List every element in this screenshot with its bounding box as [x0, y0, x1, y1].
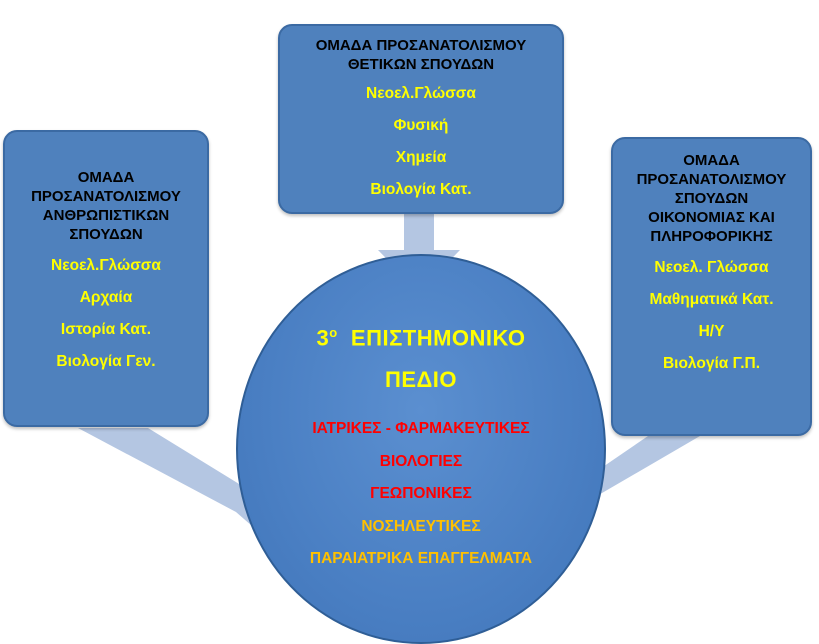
humanities-group-title: ΟΜΑΔΑ ΠΡΟΣΑΝΑΤΟΛΙΣΜΟΥ ΑΝΘΡΩΠΙΣΤΙΚΩΝ ΣΠΟΥ…: [5, 168, 207, 244]
subject-item: Βιολογία Κατ.: [370, 181, 472, 198]
field-list: ΙΑΤΡΙΚΕΣ - ΦΑΡΜΑΚΕΥΤΙΚΕΣ ΒΙΟΛΟΓΙΕΣ ΓΕΩΠΟ…: [236, 413, 606, 576]
title-line: ΠΛΗΡΟΦΟΡΙΚΗΣ: [650, 228, 773, 245]
economics-group-box: ΟΜΑΔΑ ΠΡΟΣΑΝΑΤΟΛΙΣΜΟΥ ΣΠΟΥΔΩΝ ΟΙΚΟΝΟΜΙΑΣ…: [611, 137, 812, 436]
subject-item: Αρχαία: [79, 289, 133, 306]
title-line: ΟΜΑΔΑ: [77, 169, 135, 186]
title-line: ΠΡΟΣΑΝΑΤΟΛΙΣΜΟΥ: [636, 171, 787, 188]
field-item: ΓΕΩΠΟΝΙΚΕΣ: [370, 485, 472, 503]
field-heading-text: ΕΠΙΣΤΗΜΟΝΙΚΟ: [350, 325, 526, 351]
field-heading: 3ο ΕΠΙΣΤΗΜΟΝΙΚΟ: [236, 312, 606, 359]
title-line: ΠΡΟΣΑΝΑΤΟΛΙΣΜΟΥ: [31, 188, 181, 205]
science-group-title: ΟΜΑΔΑ ΠΡΟΣΑΝΑΤΟΛΙΣΜΟΥ ΘΕΤΙΚΩΝ ΣΠΟΥΔΩΝ: [280, 36, 562, 74]
field-item: ΙΑΤΡΙΚΕΣ - ΦΑΡΜΑΚΕΥΤΙΚΕΣ: [312, 420, 530, 438]
scientific-field-panel: 3ο ΕΠΙΣΤΗΜΟΝΙΚΟ ΠΕΔΙΟ ΙΑΤΡΙΚΕΣ - ΦΑΡΜΑΚΕ…: [236, 312, 606, 576]
title-line: ΟΙΚΟΝΟΜΙΑΣ ΚΑΙ: [648, 209, 775, 226]
subject-item: Φυσική: [393, 117, 449, 134]
field-heading-line2: ΠΕΔΙΟ: [384, 367, 458, 393]
humanities-group-box: ΟΜΑΔΑ ΠΡΟΣΑΝΑΤΟΛΙΣΜΟΥ ΑΝΘΡΩΠΙΣΤΙΚΩΝ ΣΠΟΥ…: [3, 130, 209, 427]
subject-item: Η/Υ: [698, 323, 725, 340]
field-item: ΝΟΣΗΛΕΥΤΙΚΕΣ: [361, 517, 481, 535]
humanities-subject-list: Νεοελ.Γλώσσα Αρχαία Ιστορία Κατ. Βιολογί…: [5, 250, 207, 378]
title-line: ΣΠΟΥΔΩΝ: [69, 226, 143, 243]
economics-group-title: ΟΜΑΔΑ ΠΡΟΣΑΝΑΤΟΛΙΣΜΟΥ ΣΠΟΥΔΩΝ ΟΙΚΟΝΟΜΙΑΣ…: [613, 151, 810, 246]
title-line: ΟΜΑΔΑ ΠΡΟΣΑΝΑΤΟΛΙΣΜΟΥ: [315, 37, 527, 54]
science-group-box: ΟΜΑΔΑ ΠΡΟΣΑΝΑΤΟΛΙΣΜΟΥ ΘΕΤΙΚΩΝ ΣΠΟΥΔΩΝ Νε…: [278, 24, 564, 214]
field-number: 3: [316, 325, 330, 351]
title-line: ΑΝΘΡΩΠΙΣΤΙΚΩΝ: [42, 207, 170, 224]
subject-item: Νεοελ.Γλώσσα: [366, 85, 476, 102]
title-line: ΟΜΑΔΑ: [683, 152, 740, 169]
title-line: ΣΠΟΥΔΩΝ: [674, 190, 749, 207]
economics-subject-list: Νεοελ. Γλώσσα Μαθηματικά Κατ. Η/Υ Βιολογ…: [613, 252, 810, 380]
subject-item: Νεοελ.Γλώσσα: [51, 257, 161, 274]
subject-item: Βιολογία Γεν.: [56, 353, 156, 370]
subject-item: Νεοελ. Γλώσσα: [654, 259, 769, 276]
science-subject-list: Νεοελ.Γλώσσα Φυσική Χημεία Βιολογία Κατ.: [280, 78, 562, 206]
down-arrow: [378, 214, 460, 292]
subject-item: Χημεία: [395, 149, 447, 166]
field-item: ΠΑΡΑΙΑΤΡΙΚΑ ΕΠΑΓΓΕΛΜΑΤΑ: [309, 550, 533, 568]
subject-item: Ιστορία Κατ.: [60, 321, 152, 338]
center-circle: [236, 254, 606, 644]
subject-item: Μαθηματικά Κατ.: [649, 291, 774, 308]
field-item: ΒΙΟΛΟΓΙΕΣ: [379, 452, 463, 470]
field-number-superscript: ο: [329, 325, 338, 340]
title-line: ΘΕΤΙΚΩΝ ΣΠΟΥΔΩΝ: [347, 56, 495, 73]
subject-item: Βιολογία Γ.Π.: [662, 355, 761, 372]
